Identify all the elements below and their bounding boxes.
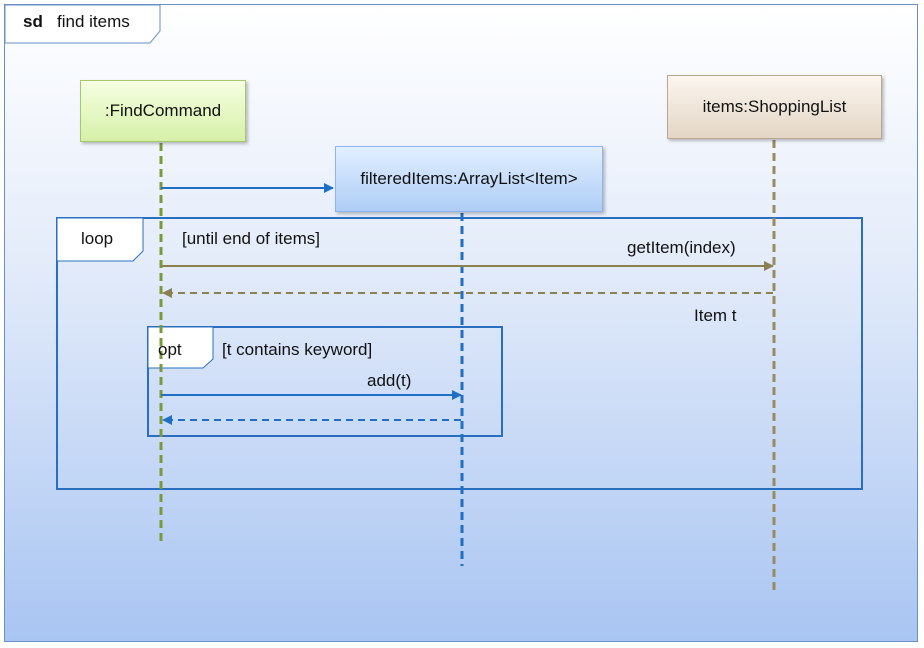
loop-tab (56, 217, 144, 262)
frame-title: find items (57, 12, 130, 31)
opt-guard: [t contains keyword] (222, 340, 373, 359)
opt-tab (147, 326, 214, 369)
filtered-items-lifeline-head: filteredItems:ArrayList<Item> (335, 146, 603, 212)
opt-fragment (147, 326, 503, 437)
opt-operator: opt (158, 340, 182, 359)
item-return-message: Item t (694, 306, 737, 325)
find-command-lifeline-head: :FindCommand (80, 80, 246, 142)
frame-keyword: sd (23, 12, 43, 31)
shopping-list-label: items:ShoppingList (702, 97, 847, 116)
frame-tab (4, 4, 161, 44)
find-command-label: :FindCommand (104, 101, 222, 120)
loop-guard: [until end of items] (182, 229, 320, 248)
get-item-message: getItem(index) (627, 238, 736, 257)
filtered-items-label: filteredItems:ArrayList<Item> (360, 169, 578, 188)
add-message: add(t) (367, 371, 412, 390)
loop-operator: loop (81, 229, 114, 248)
loop-fragment (56, 217, 863, 490)
shopping-list-lifeline-head: items:ShoppingList (667, 75, 882, 139)
